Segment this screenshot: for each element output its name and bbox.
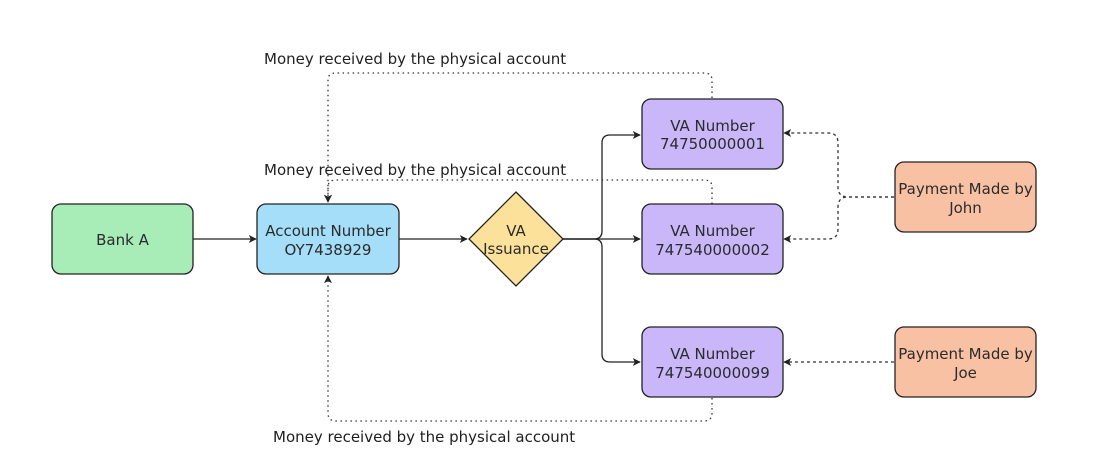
node-va-number-3-box <box>641 326 784 398</box>
node-payment-joe-box <box>894 326 1037 398</box>
edge-issuance-to-va-3 <box>562 238 641 366</box>
node-payment-john[interactable]: Payment Made by John <box>894 161 1037 233</box>
node-va-number-2[interactable]: VA Number 747540000002 <box>641 203 784 275</box>
node-va-number-1-box <box>641 98 784 170</box>
edge-va-3-to-account <box>324 275 713 422</box>
node-payment-john-box <box>894 161 1037 233</box>
node-va-number-2-box <box>641 203 784 275</box>
node-account-number-line1: Account Number <box>265 222 391 240</box>
node-account-number[interactable]: Account Number OY7438929 <box>256 203 400 275</box>
edge-label-bottom: Money received by the physical account <box>273 428 575 446</box>
node-va-number-2-line1: VA Number <box>670 222 755 240</box>
node-payment-joe-line2: Joe <box>953 364 977 382</box>
node-va-issuance-diamond <box>468 191 564 287</box>
node-payment-joe-line1: Payment Made by <box>898 345 1033 363</box>
node-account-number-line2: OY7438929 <box>285 241 372 259</box>
node-account-number-box <box>256 203 400 275</box>
node-va-number-1-line2: 74750000001 <box>660 135 765 153</box>
node-payment-joe[interactable]: Payment Made by Joe <box>894 326 1037 398</box>
node-va-number-2-line2: 747540000002 <box>655 241 770 259</box>
node-bank-a[interactable]: Bank A <box>51 203 194 275</box>
node-va-issuance-line2: Issuance <box>483 240 549 258</box>
node-va-issuance[interactable]: VA Issuance <box>468 191 564 287</box>
node-bank-a-label: Bank A <box>96 231 149 249</box>
node-va-number-3[interactable]: VA Number 747540000099 <box>641 326 784 398</box>
node-bank-a-box <box>51 203 194 275</box>
edge-label-middle: Money received by the physical account <box>264 161 566 179</box>
edge-john-to-va-1 <box>783 129 894 198</box>
node-payment-john-line1: Payment Made by <box>898 180 1033 198</box>
node-payment-john-line2: John <box>948 199 982 217</box>
edge-label-top: Money received by the physical account <box>264 50 566 68</box>
node-va-number-3-line1: VA Number <box>670 345 755 363</box>
edge-issuance-to-va-1 <box>562 131 641 240</box>
node-va-number-1[interactable]: VA Number 74750000001 <box>641 98 784 170</box>
edge-va-1-to-account <box>324 72 713 203</box>
edge-john-to-va-2 <box>783 196 894 243</box>
node-va-number-1-line1: VA Number <box>670 117 755 135</box>
node-va-issuance-line1: VA <box>506 222 526 240</box>
edge-va-2-to-account <box>324 179 713 204</box>
node-va-number-3-line2: 747540000099 <box>655 364 770 382</box>
